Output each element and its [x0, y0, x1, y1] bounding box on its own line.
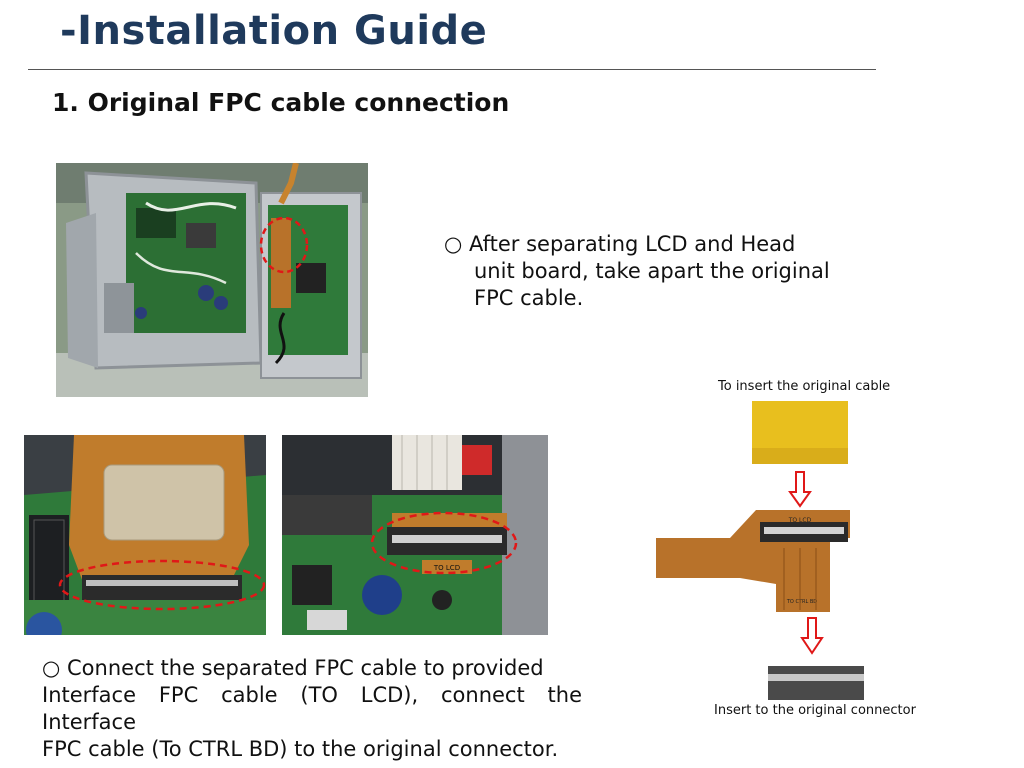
arrow-down-icon	[788, 471, 812, 508]
step2-instruction: ○ Connect the separated FPC cable to pro…	[42, 655, 582, 763]
photo-connector-right: TO LCD	[282, 435, 548, 635]
step1-line2: unit board, take apart the original	[474, 259, 830, 283]
step2-bullet: ○	[42, 656, 61, 680]
chip-label: TO LCD	[433, 564, 460, 572]
photo-connector-left	[24, 435, 266, 635]
step1-line1: After separating LCD and Head	[469, 232, 796, 256]
original-connector	[768, 666, 864, 700]
step1-line3: FPC cable.	[474, 286, 584, 310]
caption-insert-original-connector: Insert to the original connector	[714, 703, 916, 718]
step1-bullet: ○	[444, 232, 463, 256]
label-to-lcd: TO LCD	[788, 517, 812, 524]
section-heading: 1. Original FPC cable connection	[52, 88, 510, 117]
caption-insert-original-cable: To insert the original cable	[718, 379, 891, 394]
step2-line3: FPC cable (To CTRL BD) to the original c…	[42, 737, 559, 761]
photo-head-unit	[56, 163, 368, 397]
label-to-ctrl: TO CTRL BD	[786, 599, 817, 605]
page-title: -Installation Guide	[60, 8, 488, 54]
title-divider	[28, 69, 876, 70]
step2-line2: Interface FPC cable (TO LCD), connect th…	[42, 683, 582, 734]
fpc-cable-diagram: TO LCD TO CTRL BD	[650, 398, 870, 702]
original-cable-end	[752, 401, 848, 453]
step2-line1: Connect the separated FPC cable to provi…	[67, 656, 544, 680]
step1-instruction: ○ After separating LCD and Head unit boa…	[444, 231, 834, 312]
arrow-down-icon	[800, 617, 824, 655]
